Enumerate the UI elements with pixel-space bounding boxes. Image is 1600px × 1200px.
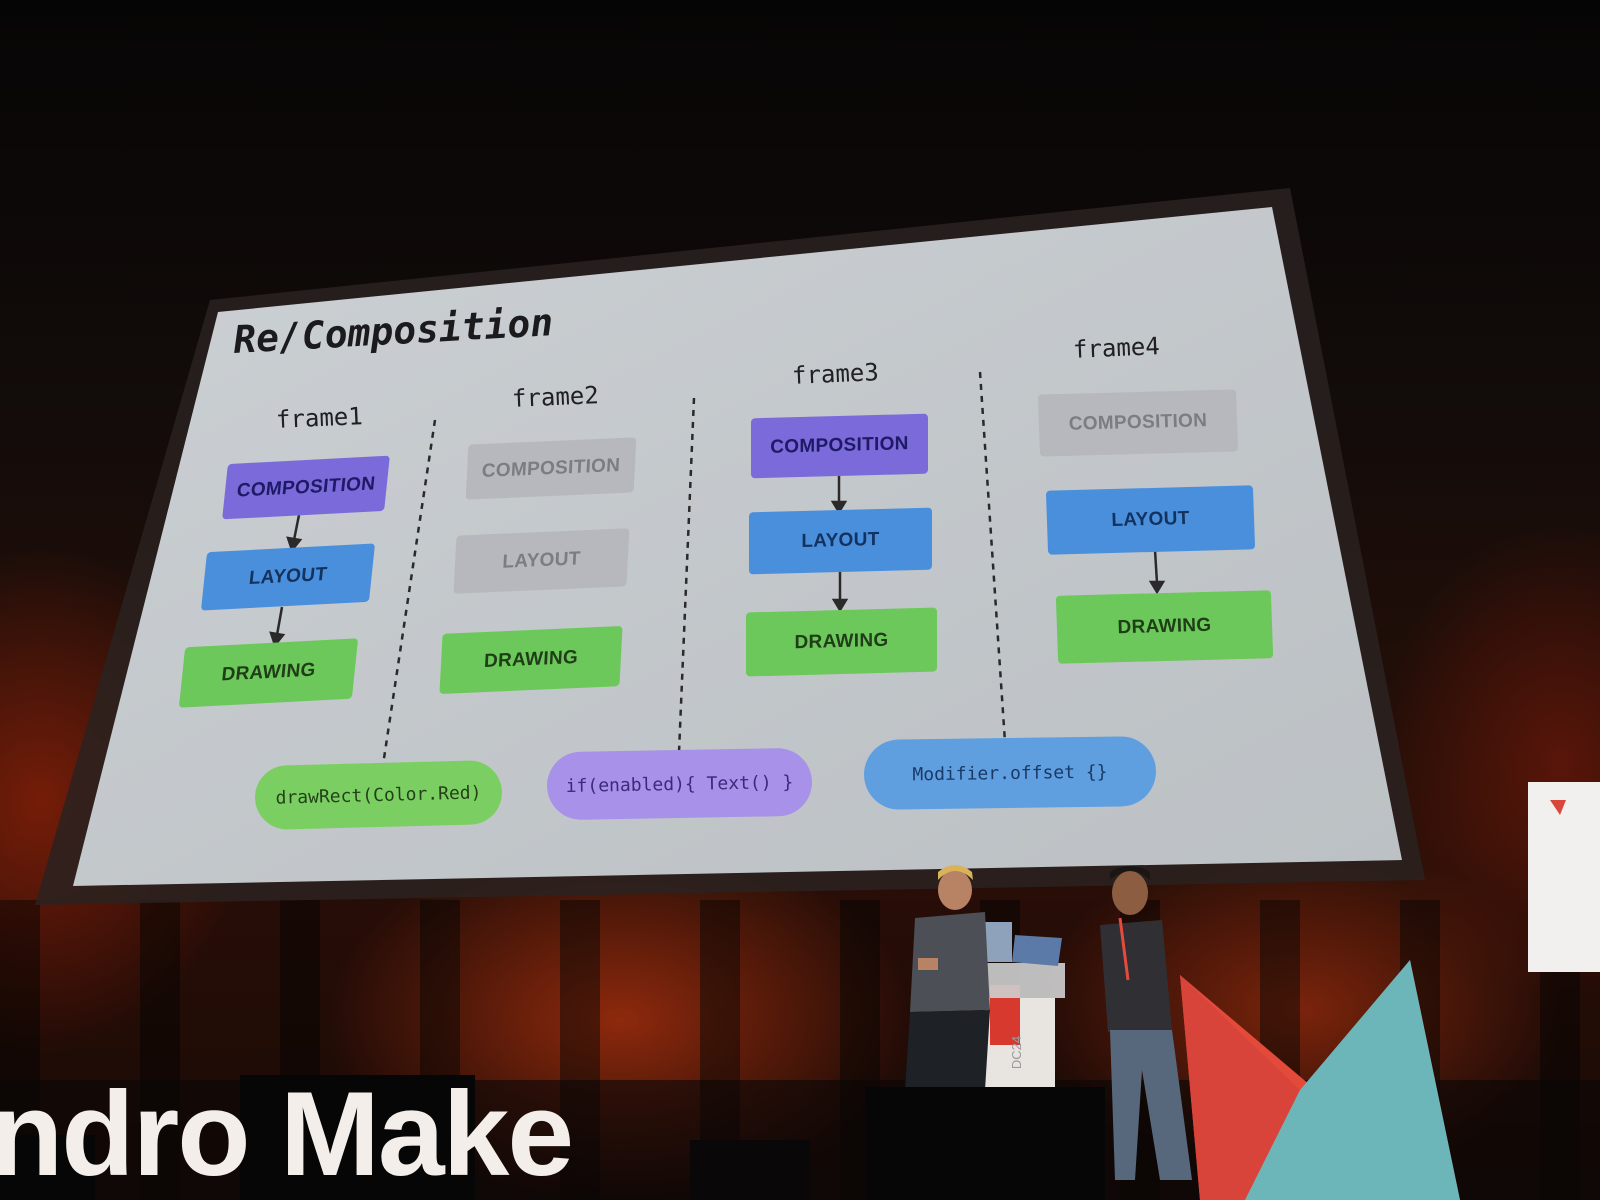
presenter-right <box>1100 866 1192 1180</box>
arrow-frame4-layout-drawing <box>1148 549 1166 595</box>
laptop-right <box>1012 935 1062 966</box>
podium-label: DC24 <box>1009 1035 1025 1070</box>
stage-monitor-far-left <box>0 1135 95 1200</box>
roll-up-banner <box>1528 782 1600 972</box>
podium <box>940 963 1065 1088</box>
stage-monitor-left <box>240 1075 475 1200</box>
arrow-frame3-layout-drawing <box>831 572 849 613</box>
frame-divider-1 <box>381 419 437 766</box>
brand-triangle-logo <box>1180 960 1460 1200</box>
stage-sign-lettering: ndro Make <box>0 1067 574 1200</box>
presenter-left <box>905 865 990 1090</box>
frame-divider-3 <box>978 371 1007 743</box>
stage-monitor-right <box>865 1087 1105 1200</box>
stage-monitor-center <box>690 1140 810 1200</box>
arrow-frame3-composition-layout <box>830 476 848 515</box>
